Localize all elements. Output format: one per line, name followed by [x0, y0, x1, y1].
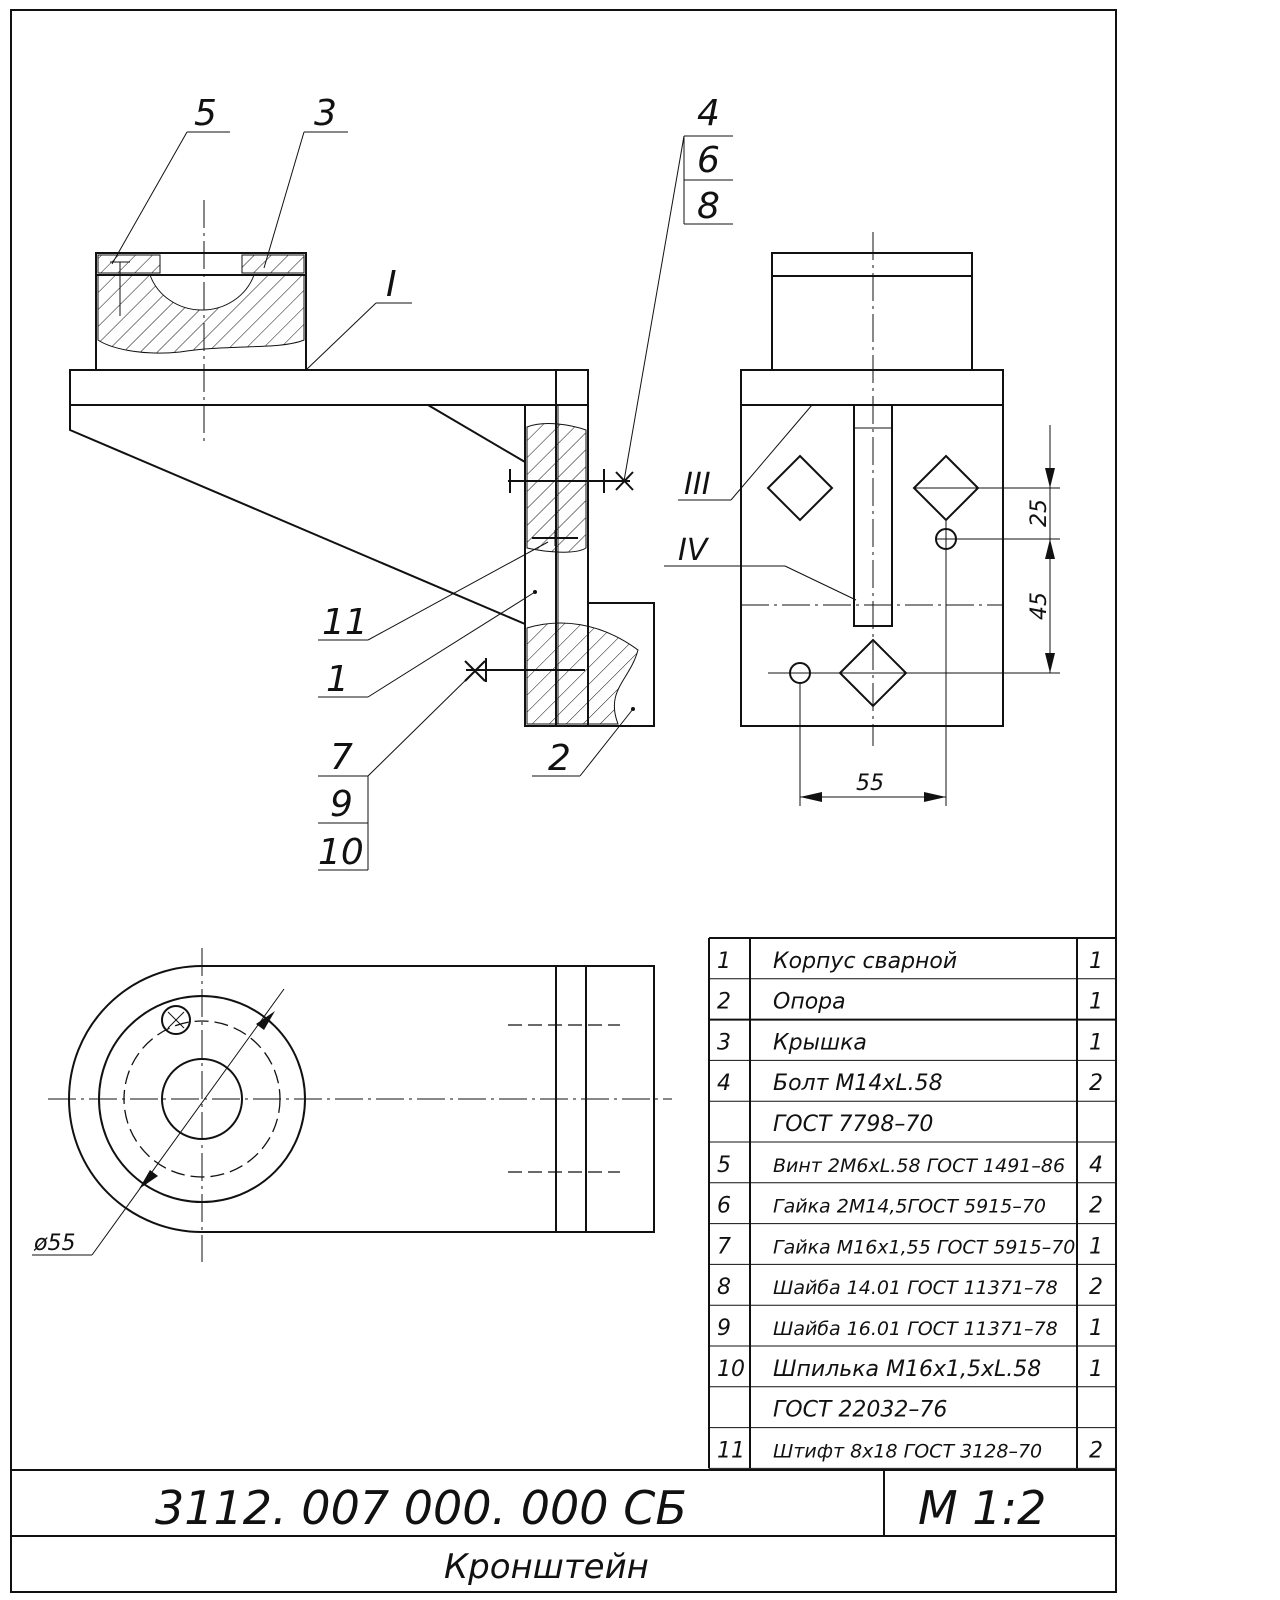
parts-name: Штифт 8х18 ГОСТ 3128–70 — [773, 1440, 1042, 1462]
parts-list-row: 8 Шайба 14.01 ГОСТ 11371–78 2 — [717, 1275, 1103, 1300]
callout-2: 2 — [548, 738, 571, 779]
callout-7: 7 — [330, 737, 353, 778]
callout-IV: IV — [678, 533, 710, 568]
drawing-name: Кронштейн — [444, 1547, 649, 1587]
support-hatch-upper — [526, 423, 587, 553]
parts-name: Опора — [773, 990, 846, 1015]
base-plate — [69, 369, 589, 406]
parts-pos: 1 — [717, 949, 731, 974]
callout-4: 4 — [697, 93, 720, 134]
dimension-45: 45 — [1027, 592, 1052, 620]
parts-name: Крышка — [773, 1030, 867, 1055]
parts-qty: 4 — [1089, 1153, 1103, 1178]
parts-list-row: 7 Гайка М16х1,55 ГОСТ 5915–70 1 — [717, 1234, 1103, 1259]
parts-list-row: 4 Болт М14хL.58 2 — [717, 1071, 1103, 1096]
parts-qty: 2 — [1089, 1438, 1103, 1463]
parts-pos: 7 — [717, 1234, 731, 1259]
support-hatch-lower — [526, 622, 639, 725]
callout-III: III — [684, 467, 711, 502]
side-plate — [740, 369, 1004, 406]
parts-list-row: ГОСТ 22032–76 — [773, 1398, 947, 1423]
parts-pos: 6 — [717, 1194, 731, 1219]
callout-11: 11 — [322, 602, 368, 643]
side-view-callouts: III IV — [664, 404, 857, 601]
callout-9: 9 — [330, 784, 353, 825]
parts-pos: 5 — [717, 1153, 731, 1178]
nut-left — [766, 454, 834, 522]
parts-qty: 2 — [1089, 1194, 1103, 1219]
parts-list: 1 Корпус сварной 1 2 Опора 1 3 Крышка 1 4 Болт М14… — [708, 937, 1116, 1469]
parts-name: Шпилька М16х1,5хL.58 — [773, 1357, 1041, 1382]
parts-list-row: 11 Штифт 8х18 ГОСТ 3128–70 2 — [717, 1438, 1103, 1463]
parts-qty: 2 — [1089, 1275, 1103, 1300]
parts-list-row: 6 Гайка 2М14,5ГОСТ 5915–70 2 — [717, 1194, 1103, 1219]
callout-1: 1 — [326, 659, 349, 700]
callout-3: 3 — [314, 93, 337, 134]
drawing-scale: М 1:2 — [918, 1481, 1046, 1535]
parts-name: Шайба 16.01 ГОСТ 11371–78 — [773, 1318, 1058, 1340]
parts-qty: 1 — [1089, 990, 1103, 1015]
drawing-designation: 3112. 007 000. 000 СБ — [155, 1481, 687, 1535]
parts-qty: 2 — [1089, 1071, 1103, 1096]
title-block: 3112. 007 000. 000 СБ М 1:2 Кронштейн — [11, 1469, 1116, 1587]
callout-I: I — [386, 264, 397, 305]
parts-pos: 2 — [717, 990, 731, 1015]
small-hole — [161, 1005, 191, 1035]
parts-list-row: 10 Шпилька М16х1,5хL.58 1 — [717, 1357, 1103, 1382]
parts-qty: 1 — [1089, 1316, 1103, 1341]
parts-name: Болт М14хL.58 — [773, 1071, 943, 1096]
parts-pos: 4 — [717, 1071, 731, 1096]
parts-pos: 10 — [717, 1357, 745, 1382]
parts-list-row: 2 Опора 1 — [717, 990, 1103, 1015]
parts-qty: 1 — [1089, 1234, 1103, 1259]
parts-name: Гайка М16х1,55 ГОСТ 5915–70 — [773, 1236, 1075, 1258]
parts-name: ГОСТ 7798–70 — [773, 1112, 933, 1137]
parts-list-row: 1 Корпус сварной 1 — [717, 949, 1103, 974]
dimension-55: 55 — [856, 771, 884, 796]
dimension-25: 25 — [1027, 499, 1052, 527]
callout-6: 6 — [697, 140, 720, 181]
parts-name: Шайба 14.01 ГОСТ 11371–78 — [773, 1277, 1058, 1299]
cover-section-hatch — [97, 274, 305, 354]
callout-5: 5 — [194, 93, 217, 134]
front-view-callouts: 5 3 I 4 6 8 11 1 7 9 10 2 — [111, 93, 733, 873]
parts-name: ГОСТ 22032–76 — [773, 1398, 947, 1423]
parts-name: Гайка 2М14,5ГОСТ 5915–70 — [773, 1196, 1046, 1218]
sheet-frame — [10, 9, 1117, 1593]
callout-10: 10 — [318, 832, 364, 873]
parts-list-row: 5 Винт 2М6хL.58 ГОСТ 1491–86 4 — [717, 1153, 1103, 1178]
side-view: 25 45 55 — [740, 232, 1060, 806]
support — [524, 405, 655, 727]
callout-8: 8 — [697, 186, 720, 227]
parts-list-row: 3 Крышка 1 — [717, 1030, 1103, 1055]
parts-qty: 1 — [1089, 1030, 1103, 1055]
top-view: ø55 — [32, 948, 672, 1262]
top-outline — [68, 965, 655, 1233]
parts-qty: 1 — [1089, 1357, 1103, 1382]
parts-pos: 3 — [717, 1030, 731, 1055]
parts-name: Корпус сварной — [773, 949, 957, 974]
parts-list-row: 9 Шайба 16.01 ГОСТ 11371–78 1 — [717, 1316, 1103, 1341]
rib — [69, 405, 526, 625]
parts-list-row: ГОСТ 7798–70 — [773, 1112, 933, 1137]
dimension-diameter-55: ø55 — [33, 1231, 75, 1256]
parts-pos: 11 — [717, 1438, 745, 1463]
side-cover — [771, 252, 973, 371]
parts-name: Винт 2М6хL.58 ГОСТ 1491–86 — [773, 1155, 1065, 1177]
parts-pos: 8 — [717, 1275, 731, 1300]
parts-pos: 9 — [717, 1316, 731, 1341]
parts-qty: 1 — [1089, 949, 1103, 974]
front-view — [69, 200, 655, 727]
